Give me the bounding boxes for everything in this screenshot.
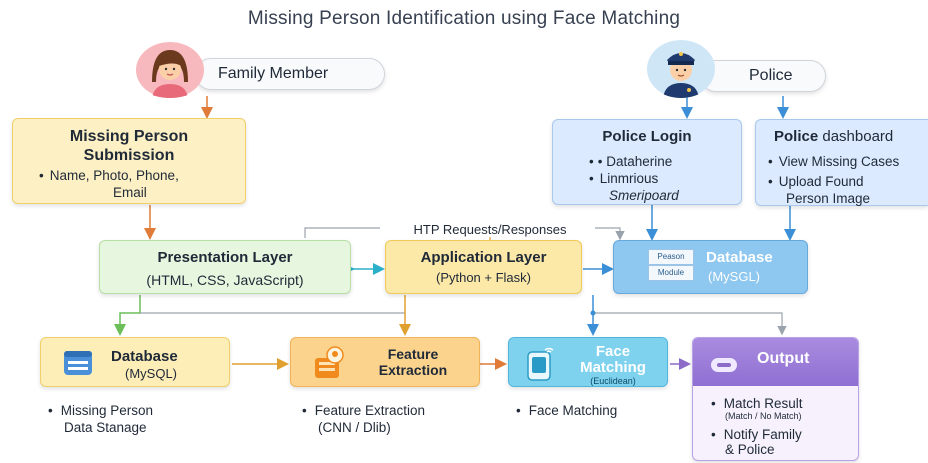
application-layer-box: Application Layer (Python + Flask) [385,240,582,294]
face-scan-icon [313,346,345,380]
face-title: Face Matching (Euclidean) [561,343,665,387]
police-officer-icon [645,40,717,98]
police-dashboard-box: Police dashboard •View Missing Cases •Up… [755,119,928,206]
police-login-item1: • Dataherine [597,154,673,169]
feature-note-line1: Feature Extraction [314,403,426,418]
police-dashboard-title-rest: dashboard [822,128,894,145]
presentation-sub: (HTML, CSS, JavaScript) [146,272,304,288]
toggle-icon [711,358,737,372]
blue-bus-line [593,312,787,336]
output-item2-line1: Notify Family [723,427,802,442]
face-note-text: Face Matching [528,403,618,418]
police-dashboard-item2-line2: Person Image [786,191,871,206]
database-top-box: Peason Module Database (MySGL) [613,240,808,294]
police-login-item2-line1: Linmrious [599,171,659,186]
submission-bullet-line1: Name, Photo, Phone, [49,168,179,183]
face-title-line1: Face [595,343,631,360]
police-dashboard-item1: View Missing Cases [778,154,900,169]
database-bottom-sub: (MySQL) [125,366,177,381]
application-sub: (Python + Flask) [435,270,531,285]
police-login-item2-line2: Smeripoard [609,188,679,203]
face-note: •Face Matching [516,403,618,418]
database-top-sub: (MySGL) [708,269,760,284]
submission-title-line2: Submission [83,147,175,164]
output-items: •Match Result (Match / No Match) •Notify… [711,396,856,457]
http-request-line [304,227,380,238]
feature-title: Feature Extraction [363,346,463,378]
police-pill: Police [700,60,826,92]
presentation-down-line [114,295,141,336]
feature-note-line2: (CNN / Dlib) [318,420,391,435]
database-bottom-note: •Missing Person Data Stanage [48,403,154,435]
family-member-label: Family Member [218,65,329,82]
database-window-icon [63,350,93,376]
police-label: Police [749,67,793,84]
woman-avatar-icon [130,42,210,98]
feature-title-line2: Extraction [378,362,448,378]
feature-extraction-box: Feature Extraction [290,337,480,387]
application-title: Application Layer [420,249,547,266]
feature-note: •Feature Extraction (CNN / Dlib) [302,403,426,435]
police-login-box: Police Login •• Dataherine •Linmrious Sm… [552,119,742,205]
output-item2-line2: & Police [725,442,775,457]
output-box: Output •Match Result (Match / No Match) … [692,337,859,461]
presentation-title: Presentation Layer [157,249,293,266]
submission-title-line1: Missing Person [69,128,189,145]
family-member-pill: Family Member [195,58,385,90]
face-matching-box: Face Matching (Euclidean) [508,337,668,387]
database-note-line2: Data Stanage [64,420,147,435]
database-note-line1: Missing Person [60,403,154,418]
module-chip: Module [648,265,694,281]
police-dashboard-item2-line1: Upload Found [778,174,864,189]
output-item1: Match Result [723,396,803,411]
http-label: HTP Requests/Responses [385,222,595,237]
feature-title-line1: Feature [387,346,439,362]
face-sub: (Euclidean) [590,376,636,386]
police-login-title: Police Login [602,128,692,145]
presentation-layer-box: Presentation Layer (HTML, CSS, JavaScrip… [99,240,351,294]
diagram-title: Missing Person Identification using Face… [247,8,681,29]
http-response-line [595,227,625,241]
submission-box: Missing Person Submission •Name, Photo, … [12,118,246,204]
submission-bullet: •Name, Photo, Phone, Email [13,167,245,201]
phone-face-icon [525,346,555,382]
face-title-line2: Matching [580,359,646,376]
police-dashboard-title-bold: Police [774,128,819,145]
output-item1-sub: (Match / No Match) [725,411,802,421]
database-top-title: Database [706,249,773,266]
submission-bullet-line2: Email [113,185,147,200]
output-title: Output [757,350,810,367]
database-bottom-box: Database (MySQL) [40,337,230,387]
database-bottom-title: Database [111,348,178,365]
person-chip: Peason [648,249,694,265]
